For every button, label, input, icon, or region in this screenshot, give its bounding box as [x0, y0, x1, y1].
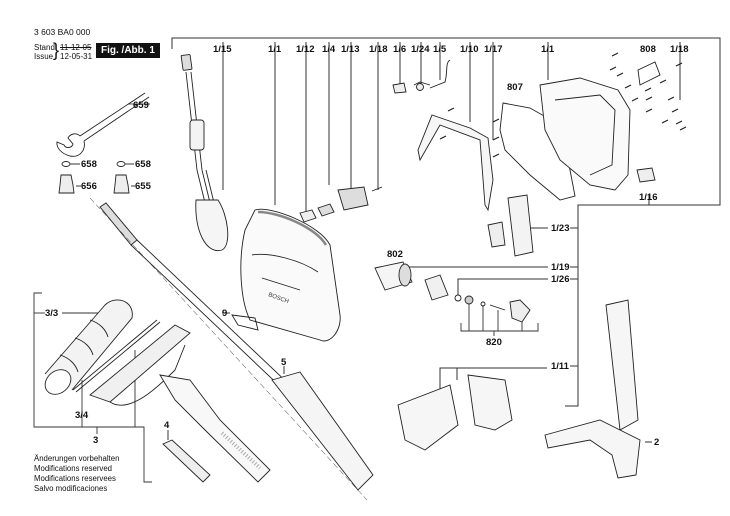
footer-line-fr: Modifications reservees	[34, 474, 116, 483]
top-bracket	[171, 37, 721, 443]
handle	[159, 374, 271, 483]
footer-line-en: Modifications reserved	[34, 464, 113, 473]
callout-9: 9	[222, 308, 228, 319]
callout-1-6: 1/6	[393, 44, 407, 55]
callout-1-4: 1/4	[322, 44, 336, 55]
callout-1-23: 1/23	[551, 223, 570, 234]
callout-807: 807	[507, 82, 523, 93]
bracket-1-10	[413, 59, 494, 212]
pcb-1-23	[487, 194, 534, 257]
housing-half: BOSCH	[240, 208, 341, 342]
squeegee-head	[89, 324, 191, 406]
callout-3-4: 3/4	[75, 410, 89, 421]
callout-1-15: 1/15	[213, 44, 232, 55]
bracket-820	[460, 298, 539, 336]
extension-pole	[89, 197, 374, 501]
stand-date: 11-12-05	[60, 43, 92, 52]
footer-line-de: Änderungen vorbehalten	[34, 454, 120, 463]
tank-covers	[397, 374, 513, 451]
stand-label: Stand	[34, 43, 55, 52]
callout-1-18: 1/18	[369, 44, 388, 55]
cover-808	[637, 61, 661, 86]
footer-notes: Änderungen vorbehalten Modifications res…	[34, 454, 119, 494]
callout-656: 656	[81, 181, 97, 192]
callout-1-16: 1/16	[639, 192, 658, 203]
dates: 11-12-05 12-05-31	[60, 43, 92, 61]
issue-label: Issue	[34, 52, 54, 61]
callout-802: 802	[387, 249, 403, 260]
callout-1-24: 1/24	[411, 44, 430, 55]
issue-date: 12-05-31	[60, 52, 93, 61]
roller-3-3	[44, 299, 133, 395]
stand-issue-labels: Stand Issue	[34, 43, 55, 61]
switch-parts	[299, 186, 383, 223]
callout-808: 808	[640, 44, 656, 55]
screws	[439, 52, 687, 158]
callout-658-b: 658	[135, 159, 151, 170]
motor-housing	[539, 77, 631, 191]
callout-3-3: 3/3	[45, 308, 59, 319]
callout-1-12: 1/12	[296, 44, 315, 55]
knob-1-16	[636, 167, 656, 183]
brace-icon: }	[53, 40, 60, 60]
part-1-6	[392, 82, 407, 94]
callout-1-18-right: 1/18	[670, 44, 689, 55]
motor-802	[374, 261, 531, 323]
callout-1-13: 1/13	[341, 44, 360, 55]
callout-820: 820	[486, 337, 502, 348]
callout-3: 3	[93, 435, 99, 446]
figure-badge: Fig. /Abb. 1	[96, 43, 160, 58]
label-piece-9	[231, 314, 259, 331]
callout-1-1: 1/1	[268, 44, 282, 55]
callout-4: 4	[164, 420, 170, 431]
battery-4	[162, 430, 211, 483]
callout-1-19: 1/19	[551, 262, 570, 273]
callout-1-11: 1/11	[551, 361, 569, 372]
nozzles	[58, 161, 135, 194]
callout-655: 655	[135, 181, 151, 192]
callout-1-17: 1/17	[484, 44, 503, 55]
callout-659: 659	[133, 100, 149, 111]
part-number: 3 603 BA0 000	[34, 27, 91, 37]
lance-tube	[180, 54, 229, 252]
callout-2: 2	[654, 437, 660, 448]
stand-2	[544, 299, 641, 479]
wrench-659	[56, 92, 150, 157]
part-1-24	[416, 83, 424, 91]
callout-658-a: 658	[81, 159, 97, 170]
callout-5: 5	[281, 357, 287, 368]
callout-1-26: 1/26	[551, 274, 570, 285]
callout-1-10: 1/10	[460, 44, 479, 55]
rod-3-4	[72, 319, 161, 393]
callout-1-5: 1/5	[433, 44, 447, 55]
callout-1-1-right: 1/1	[541, 44, 555, 55]
footer-line-es: Salvo modificaciones	[34, 484, 108, 493]
